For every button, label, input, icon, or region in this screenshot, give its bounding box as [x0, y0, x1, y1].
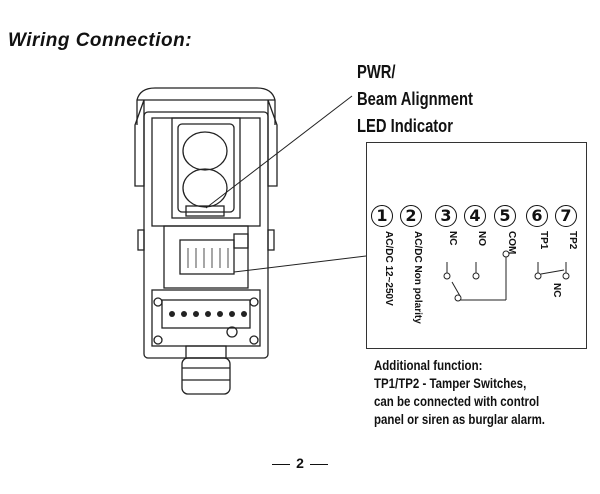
callout-line-3: LED Indicator [357, 116, 453, 136]
callout-line-1: PWR/ [357, 62, 396, 82]
terminal-6-label: TP1 [538, 231, 549, 250]
page-number: 2 [296, 455, 304, 471]
callout-line-2: Beam Alignment [357, 89, 473, 109]
terminal-4-number: 4 [464, 205, 486, 227]
tamper-nc-label: NC [551, 283, 562, 298]
terminal-4-label: NO [476, 231, 487, 246]
terminal-1-number: 1 [371, 205, 393, 227]
note-line-4: panel or siren as burglar alarm. [374, 411, 545, 427]
note-line-3: can be connected with control [374, 393, 540, 409]
page-footer: 2 [0, 455, 600, 471]
note-line-2: TP1/TP2 - Tamper Switches, [374, 375, 527, 391]
terminal-7-label: TP2 [567, 231, 578, 250]
terminal-2-number: 2 [400, 205, 422, 227]
terminal-panel: 1 2 3 4 5 6 7 AC/DC 12~250V AC/DC Non po… [366, 142, 587, 349]
terminal-5-number: 5 [494, 205, 516, 227]
terminal-1-label: AC/DC 12~250V [383, 231, 394, 306]
terminal-6-number: 6 [526, 205, 548, 227]
left-dash [272, 463, 291, 465]
terminal-7-number: 7 [555, 205, 577, 227]
terminal-3-number: 3 [435, 205, 457, 227]
right-dash [309, 463, 328, 465]
terminal-3-label: NC [447, 231, 458, 246]
section-heading: Wiring Connection: [8, 30, 193, 51]
terminal-2-label: AC/DC Non polarity [412, 231, 423, 324]
additional-function-note: Additional function: TP1/TP2 - Tamper Sw… [374, 356, 545, 428]
note-line-1: Additional function: [374, 357, 483, 373]
terminal-5-label: COM [506, 231, 517, 255]
